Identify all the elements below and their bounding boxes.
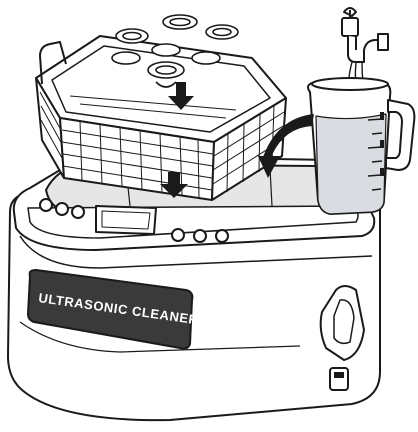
jug-handle [386, 100, 414, 170]
panel-button [172, 229, 184, 241]
ring-item [192, 52, 220, 64]
panel-button [216, 230, 228, 242]
power-connector [330, 368, 348, 390]
panel-button [194, 230, 206, 242]
ring-item [152, 44, 180, 56]
ring-item [206, 25, 238, 39]
ring-item [116, 29, 148, 43]
ring-item [163, 15, 197, 29]
cleaning-basket [36, 15, 286, 200]
panel-button [72, 206, 84, 218]
measuring-jug [308, 78, 414, 214]
ring-item [112, 52, 140, 64]
display-window [96, 206, 156, 234]
panel-button [56, 203, 68, 215]
ring-item [148, 62, 184, 78]
panel-button [40, 199, 52, 211]
jug-water [316, 114, 386, 214]
